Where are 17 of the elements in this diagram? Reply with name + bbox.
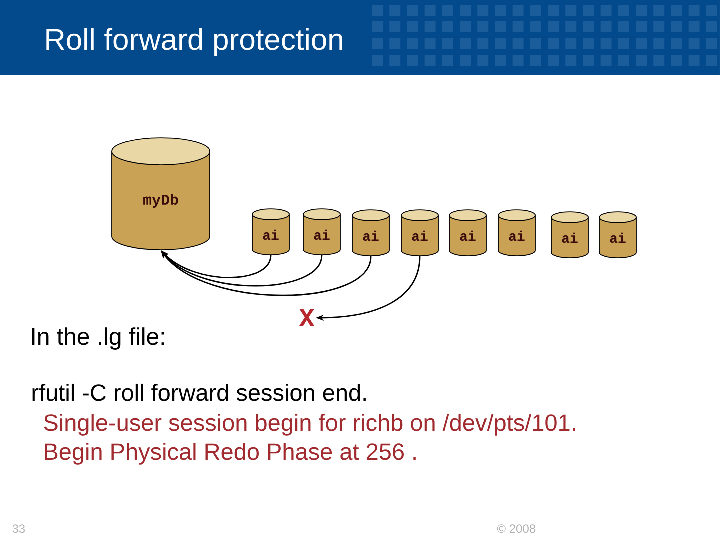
text-line: rfutil -C roll forward session end. (32, 384, 366, 402)
slide-title: Roll forward protection (46, 28, 342, 56)
cylinder: ai (498, 210, 536, 256)
log-line: Single-user session begin for richb on /dev/pts/101. (44, 414, 576, 436)
cylinder: ai (449, 210, 487, 256)
cylinder: ai (352, 210, 390, 256)
cylinder: ai (599, 212, 637, 258)
cylinder: ai (252, 208, 290, 256)
cylinder: ai (303, 208, 341, 256)
cylinder: ai (551, 212, 589, 258)
cylinder: myDb (112, 138, 210, 250)
copyright-notice: © 2008 (497, 524, 536, 534)
cylinder: ai (401, 210, 439, 256)
x-mark: X (299, 309, 315, 327)
log-line: Begin Physical Redo Phase at 256 . (45, 442, 416, 465)
text-line: In the .lg file: (32, 328, 164, 350)
slide-number: 33 (12, 524, 26, 534)
